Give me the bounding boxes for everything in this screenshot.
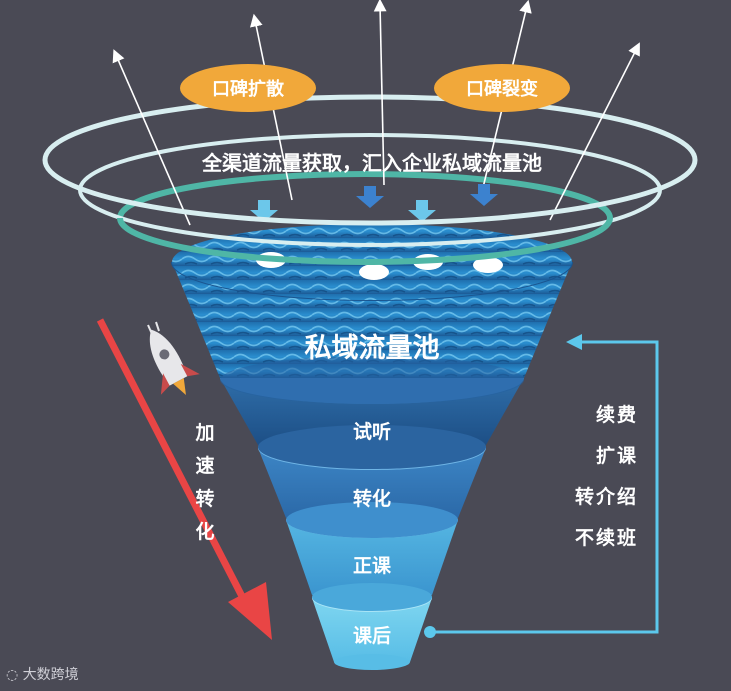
- bubble-left-label: 口碑扩散: [212, 78, 285, 100]
- feedback-item: 转介绍: [575, 482, 638, 509]
- pool-label: 私域流量池: [305, 333, 440, 364]
- watermark-text: 大数跨境: [23, 667, 79, 683]
- inflow-arrows: [250, 184, 498, 222]
- feedback-origin-dot: [424, 626, 436, 638]
- watermark: ◌ 大数跨境: [6, 664, 79, 684]
- accelerate-char-2: 速: [195, 451, 214, 478]
- feedback-item: 续费: [596, 400, 638, 427]
- feedback-arrowhead: [566, 334, 582, 350]
- stage-4-label: 课后: [353, 625, 391, 647]
- stage-1-label: 试听: [353, 420, 391, 443]
- accelerate-char-4: 化: [195, 517, 214, 544]
- stage-3-label: 正课: [353, 555, 392, 577]
- accelerate-char-1: 加: [195, 418, 214, 445]
- feedback-list: 续费 扩课 转介绍 不续班: [548, 400, 638, 550]
- bubble-right-label: 口碑裂变: [466, 78, 538, 100]
- acquisition-text: 全渠道流量获取，汇入企业私域流量池: [201, 151, 542, 175]
- watermark-logo-icon: ◌: [6, 667, 18, 683]
- accelerate-char-3: 转: [195, 484, 214, 511]
- stage-2-label: 转化: [353, 487, 391, 510]
- feedback-item: 扩课: [596, 441, 638, 468]
- feedback-item: 不续班: [575, 523, 638, 550]
- rocket-icon: [132, 319, 206, 405]
- accelerate-text: 加 速 转 化: [190, 418, 220, 544]
